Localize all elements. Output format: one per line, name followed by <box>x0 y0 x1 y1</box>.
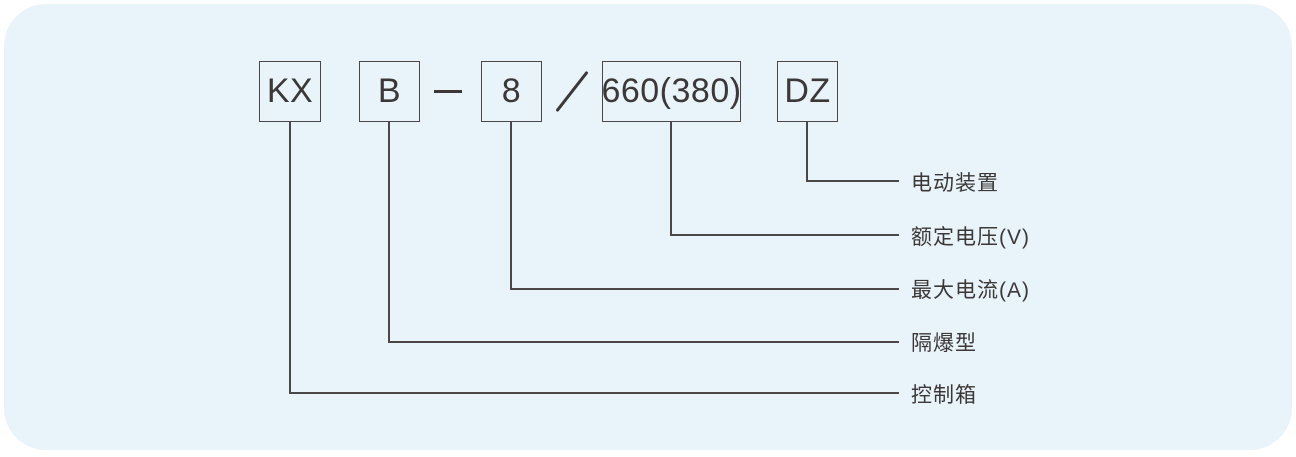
label-current-meaning: 最大电流(A) <box>911 279 1030 302</box>
connector-current <box>510 122 899 290</box>
label-b-meaning: 隔爆型 <box>911 332 977 355</box>
label-voltage-meaning: 额定电压(V) <box>911 226 1030 249</box>
dash-separator-text: — <box>434 90 435 91</box>
dash-separator-icon: — <box>434 90 462 93</box>
slash-separator-icon: / <box>555 70 589 113</box>
label-dz-meaning: 电动装置 <box>911 172 999 195</box>
connector-dz <box>806 122 899 182</box>
connector-b <box>388 122 899 343</box>
panel-background: KX B 8 660(380) DZ — / 电动装置 额定电压(V) 最大电流… <box>4 4 1292 450</box>
connector-kx <box>289 122 899 394</box>
code-box-current: 8 <box>481 61 542 122</box>
label-kx-meaning: 控制箱 <box>911 384 977 407</box>
code-box-b: B <box>359 61 420 122</box>
code-box-dz: DZ <box>777 61 838 122</box>
slash-separator-text: / <box>555 109 556 110</box>
code-box-voltage: 660(380) <box>601 61 741 122</box>
connector-voltage <box>670 122 899 236</box>
code-box-kx: KX <box>259 61 321 122</box>
